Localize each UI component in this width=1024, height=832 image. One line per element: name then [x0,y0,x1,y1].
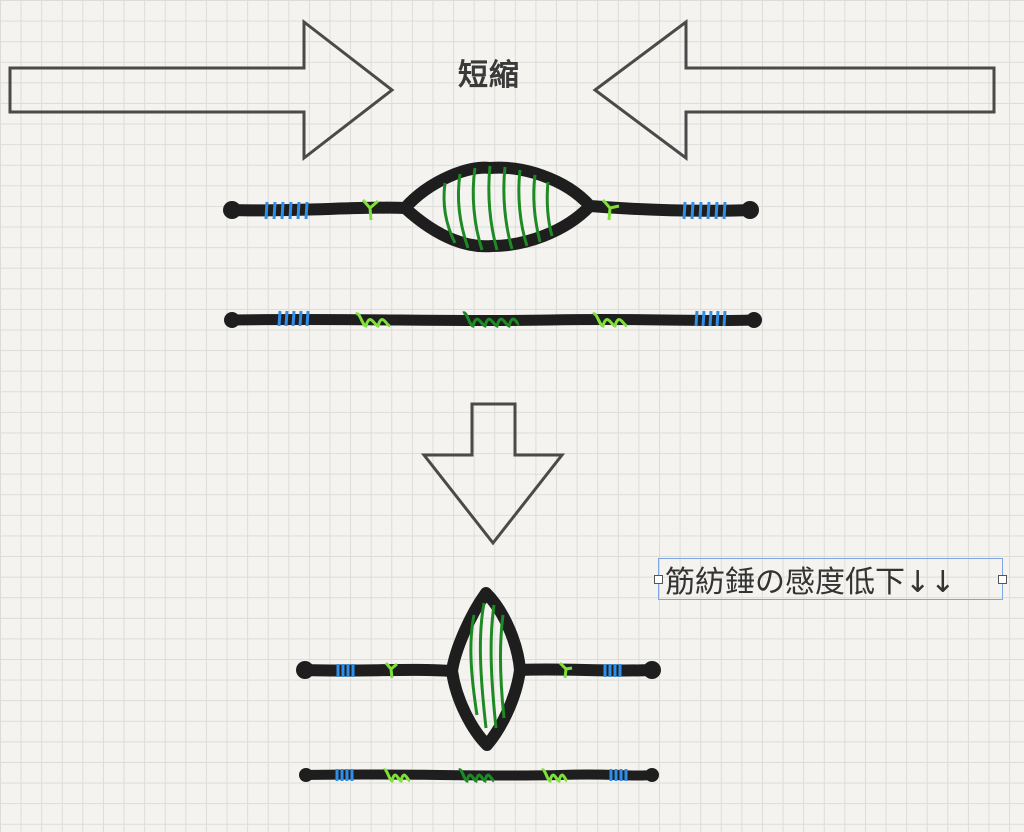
bottom-spindle [296,587,661,751]
left-push-arrow [8,18,395,162]
top-fiber [224,310,762,328]
resize-handle-left[interactable] [654,575,663,584]
caption-textbox[interactable]: 筋紡錘の感度低下↓↓ [654,558,1007,600]
down-arrow [420,402,566,546]
resize-handle-right[interactable] [998,575,1007,584]
right-push-arrow [592,19,996,161]
title-label: 短縮 [458,58,520,93]
bottom-fiber [299,768,659,783]
top-spindle [223,161,759,253]
caption-text: 筋紡錘の感度低下↓↓ [665,565,956,600]
